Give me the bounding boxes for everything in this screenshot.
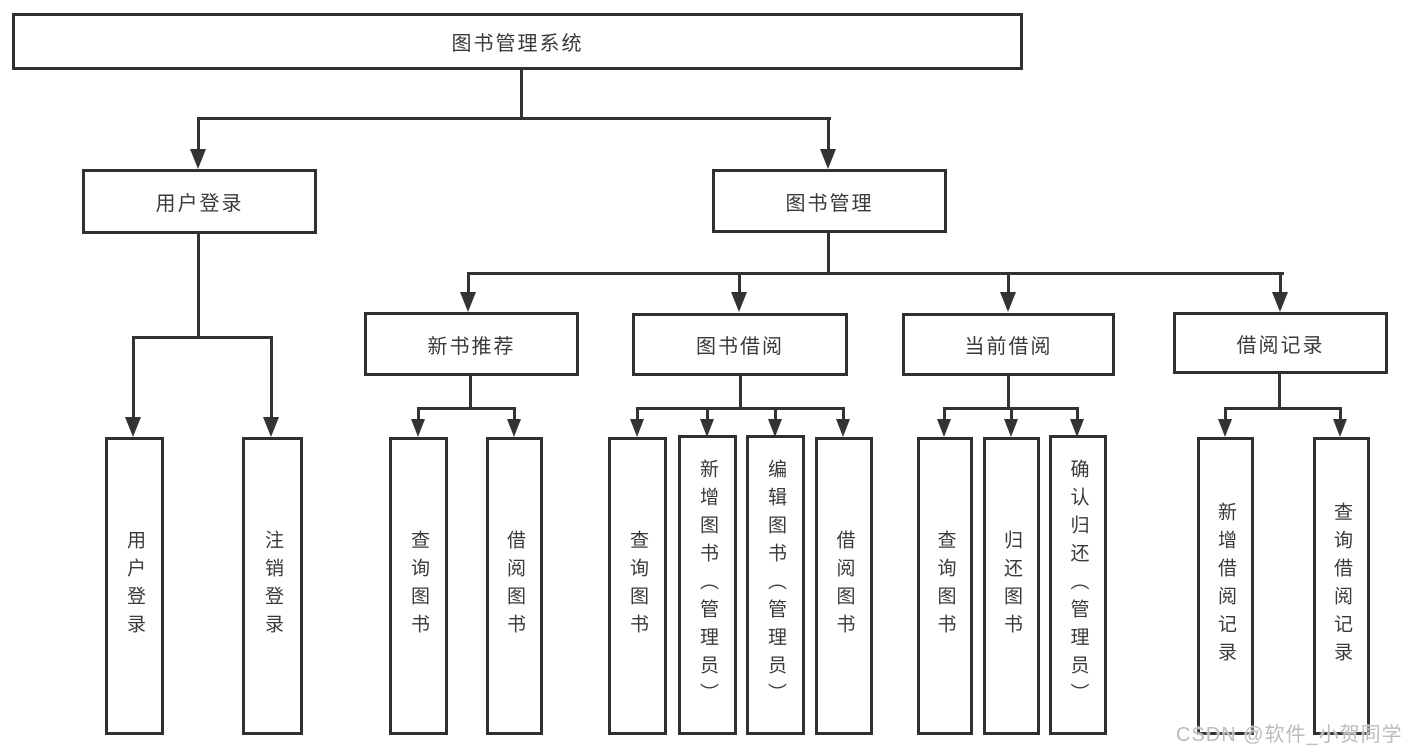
arrowhead-icon — [263, 417, 279, 437]
arrowhead-icon — [460, 292, 476, 312]
connector-line — [636, 407, 639, 420]
connector-line — [1224, 407, 1341, 410]
leaf-add-book-admin: 新增图书（管理员） — [678, 435, 737, 735]
leaf-edit-book-admin: 编辑图书（管理员） — [746, 435, 805, 735]
connector-line — [1224, 407, 1227, 420]
connector-line — [1076, 407, 1079, 420]
connector-line — [1007, 272, 1010, 293]
arrowhead-icon — [700, 419, 714, 437]
arrowhead-icon — [820, 149, 836, 169]
connector-line — [417, 407, 516, 410]
node-book-management: 图书管理 — [712, 169, 947, 233]
connector-line — [706, 407, 709, 420]
arrowhead-icon — [1070, 419, 1084, 437]
leaf-add-book-admin-label: 新增图书（管理员） — [697, 459, 718, 711]
connector-line — [827, 117, 830, 150]
node-root: 图书管理系统 — [12, 13, 1023, 70]
leaf-current-query-books-label: 查询图书 — [934, 530, 956, 642]
arrowhead-icon — [768, 419, 782, 437]
connector-line — [270, 336, 273, 418]
node-user-login-label: 用户登录 — [155, 193, 244, 215]
connector-line — [1010, 407, 1013, 420]
node-user-login: 用户登录 — [82, 169, 317, 234]
connector-line — [774, 407, 777, 420]
arrowhead-icon — [731, 292, 747, 312]
arrowhead-icon — [1004, 419, 1018, 437]
leaf-borrow-books-label: 借阅图书 — [833, 530, 855, 642]
node-book-management-label: 图书管理 — [785, 192, 874, 215]
leaf-confirm-return-admin-label: 确认归还（管理员） — [1067, 459, 1089, 711]
leaf-query-borrow-record: 查询借阅记录 — [1313, 437, 1370, 735]
leaf-add-borrow-record: 新增借阅记录 — [1197, 437, 1254, 735]
leaf-current-query-books: 查询图书 — [917, 437, 973, 735]
arrowhead-icon — [1333, 419, 1347, 437]
connector-line — [827, 233, 830, 272]
node-book-borrow: 图书借阅 — [632, 313, 848, 376]
leaf-return-books-label: 归还图书 — [1001, 530, 1022, 642]
leaf-recommend-query-books: 查询图书 — [389, 437, 448, 735]
leaf-user-login: 用户登录 — [105, 437, 164, 735]
connector-line — [1279, 272, 1282, 293]
connector-line — [513, 407, 516, 420]
node-new-book-recommend: 新书推荐 — [364, 312, 579, 376]
leaf-recommend-borrow-books-label: 借阅图书 — [504, 530, 525, 642]
node-current-borrow: 当前借阅 — [902, 313, 1115, 376]
leaf-logout: 注销登录 — [242, 437, 303, 735]
connector-line — [467, 272, 470, 293]
csdn-watermark: CSDN @软件_小贺同学 — [1176, 724, 1403, 746]
leaf-add-borrow-record-label: 新增借阅记录 — [1215, 502, 1236, 670]
arrowhead-icon — [411, 419, 425, 437]
connector-line — [1007, 376, 1010, 407]
connector-line — [197, 234, 200, 336]
arrowhead-icon — [937, 419, 951, 437]
leaf-query-borrow-record-label: 查询借阅记录 — [1331, 502, 1352, 670]
connector-line — [739, 376, 742, 407]
connector-line — [198, 117, 831, 120]
node-borrow-record-label: 借阅记录 — [1236, 334, 1325, 357]
leaf-confirm-return-admin: 确认归还（管理员） — [1049, 435, 1107, 735]
node-borrow-record: 借阅记录 — [1173, 312, 1388, 374]
connector-line — [1339, 407, 1342, 420]
leaf-recommend-query-books-label: 查询图书 — [408, 530, 429, 642]
node-new-book-recommend-label: 新书推荐 — [427, 335, 516, 358]
leaf-logout-label: 注销登录 — [262, 530, 283, 642]
connector-line — [417, 407, 420, 420]
leaf-return-books: 归还图书 — [983, 437, 1040, 735]
node-book-borrow-label: 图书借阅 — [696, 336, 784, 358]
connector-line — [943, 407, 946, 420]
arrowhead-icon — [1272, 292, 1288, 312]
leaf-borrow-books: 借阅图书 — [815, 437, 873, 735]
connector-line — [132, 336, 273, 339]
connector-line — [1278, 374, 1281, 407]
leaf-user-login-label: 用户登录 — [124, 530, 145, 642]
connector-line — [842, 407, 845, 420]
connector-line — [469, 376, 472, 407]
connector-line — [467, 272, 1284, 275]
connector-line — [520, 70, 523, 117]
node-current-borrow-label: 当前借阅 — [964, 336, 1053, 358]
connector-line — [197, 117, 200, 150]
arrowhead-icon — [630, 419, 644, 437]
leaf-recommend-borrow-books: 借阅图书 — [486, 437, 543, 735]
leaf-borrow-query-books-label: 查询图书 — [627, 530, 648, 642]
arrowhead-icon — [125, 417, 141, 437]
connector-line — [738, 272, 741, 293]
arrowhead-icon — [507, 419, 521, 437]
arrowhead-icon — [190, 149, 206, 169]
node-root-label: 图书管理系统 — [451, 33, 584, 55]
leaf-edit-book-admin-label: 编辑图书（管理员） — [765, 459, 786, 711]
arrowhead-icon — [1000, 292, 1016, 312]
leaf-borrow-query-books: 查询图书 — [608, 437, 667, 735]
connector-line — [636, 407, 844, 410]
arrowhead-icon — [1218, 419, 1232, 437]
connector-line — [132, 336, 135, 418]
arrowhead-icon — [836, 419, 850, 437]
